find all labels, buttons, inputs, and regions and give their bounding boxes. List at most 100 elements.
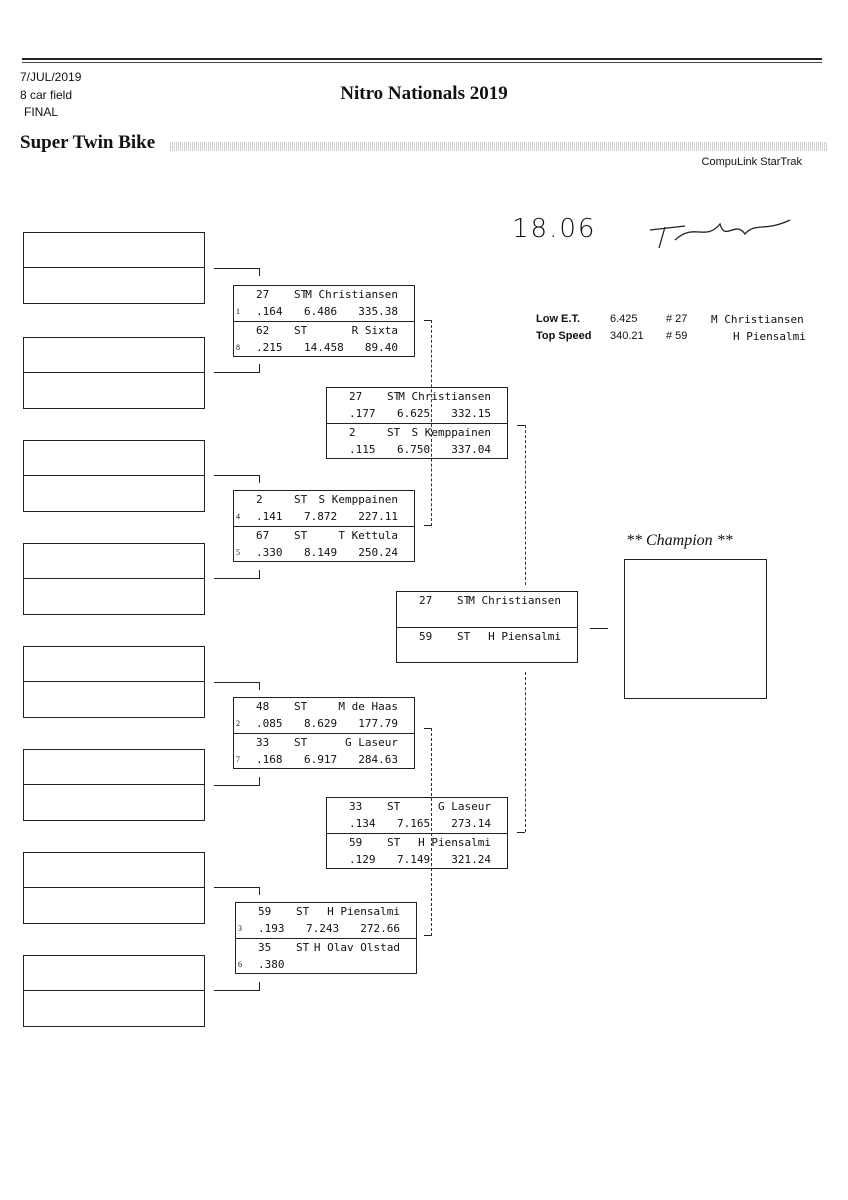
- connector: [259, 887, 260, 895]
- connector: [214, 887, 260, 888]
- class-code: ST: [296, 941, 310, 954]
- connector: [259, 475, 260, 483]
- connector: [517, 425, 525, 426]
- top-speed-value: 340.21: [610, 330, 644, 342]
- connector: [214, 682, 260, 683]
- bike-number: 2: [349, 426, 356, 439]
- seed: 4: [236, 512, 240, 521]
- field-size: 8 car field: [20, 88, 73, 102]
- bike-number: 59: [349, 836, 363, 849]
- brand-label: CompuLink StarTrak: [701, 156, 802, 168]
- connector: [525, 672, 527, 832]
- seed: 5: [236, 548, 240, 557]
- bike-number: 27: [256, 288, 270, 301]
- elapsed-time: 8.149: [304, 546, 338, 559]
- qualifier-box: [23, 749, 205, 821]
- qualifier-slot: [24, 373, 204, 408]
- connector: [424, 525, 432, 526]
- speed: 272.66: [360, 922, 400, 935]
- connector: [259, 570, 260, 578]
- bike-number: 27: [419, 594, 433, 607]
- rider-name: H Piensalmi: [327, 905, 400, 918]
- champion-label: ** Champion **: [626, 532, 733, 549]
- speed: 284.63: [358, 753, 398, 766]
- connector: [259, 982, 260, 990]
- low-et-num: # 27: [666, 313, 688, 325]
- speed: 273.14: [451, 817, 491, 830]
- speed: 89.40: [364, 341, 398, 354]
- seed: 6: [238, 960, 242, 969]
- top-speed-label: Top Speed: [536, 330, 592, 342]
- reaction-time: .134: [349, 817, 376, 830]
- seed: 1: [236, 307, 240, 316]
- champion-box: [624, 559, 767, 699]
- qualifier-slot: [24, 853, 204, 888]
- qualifier-slot: [24, 682, 204, 717]
- reaction-time: .380: [258, 958, 285, 971]
- rider-name: S Kemppainen: [411, 426, 491, 439]
- qualifier-slot: [24, 338, 204, 373]
- speed: 177.79: [358, 717, 398, 730]
- qualifier-box: [23, 852, 205, 924]
- class-code: ST: [294, 324, 308, 337]
- reaction-time: .164: [256, 305, 283, 318]
- class-code: ST: [387, 800, 401, 813]
- speed: 335.38: [358, 305, 398, 318]
- rider-name: H Piensalmi: [418, 836, 491, 849]
- qualifier-slot: [24, 441, 204, 476]
- connector: [259, 268, 260, 276]
- elapsed-time: 7.149: [397, 853, 431, 866]
- connector: [259, 777, 260, 785]
- class-code: ST: [294, 529, 308, 542]
- connector: [431, 320, 433, 526]
- connector: [214, 578, 260, 579]
- class-code: ST: [294, 288, 308, 301]
- rider-name: M de Haas: [338, 700, 398, 713]
- speed: 337.04: [451, 443, 491, 456]
- connector: [214, 372, 260, 373]
- connector: [424, 728, 432, 729]
- seed: 3: [238, 924, 242, 933]
- elapsed-time: 6.625: [397, 407, 431, 420]
- connector: [214, 785, 260, 786]
- qualifier-box: [23, 440, 205, 512]
- connector: [424, 935, 432, 936]
- class-code: ST: [296, 905, 310, 918]
- connector: [525, 425, 527, 585]
- reaction-time: .330: [256, 546, 283, 559]
- bike-number: 35: [258, 941, 272, 954]
- reaction-time: .129: [349, 853, 376, 866]
- rider-name: H Piensalmi: [488, 630, 561, 643]
- class-code: ST: [387, 426, 401, 439]
- qualifier-box: [23, 543, 205, 615]
- speed: 250.24: [358, 546, 398, 559]
- bike-number: 67: [256, 529, 270, 542]
- speed: 332.15: [451, 407, 491, 420]
- top-rule: [22, 58, 822, 60]
- qualifier-slot: [24, 888, 204, 923]
- round-label: FINAL: [24, 105, 59, 119]
- dotted-fill: [170, 142, 828, 151]
- top-rule-thin: [22, 62, 822, 63]
- rider-name: M Christiansen: [398, 390, 491, 403]
- connector: [259, 682, 260, 690]
- class-code: ST: [294, 700, 308, 713]
- bike-number: 48: [256, 700, 270, 713]
- top-speed-num: # 59: [666, 330, 688, 342]
- top-speed-name: H Piensalmi: [733, 330, 806, 343]
- elapsed-time: 14.458: [304, 341, 344, 354]
